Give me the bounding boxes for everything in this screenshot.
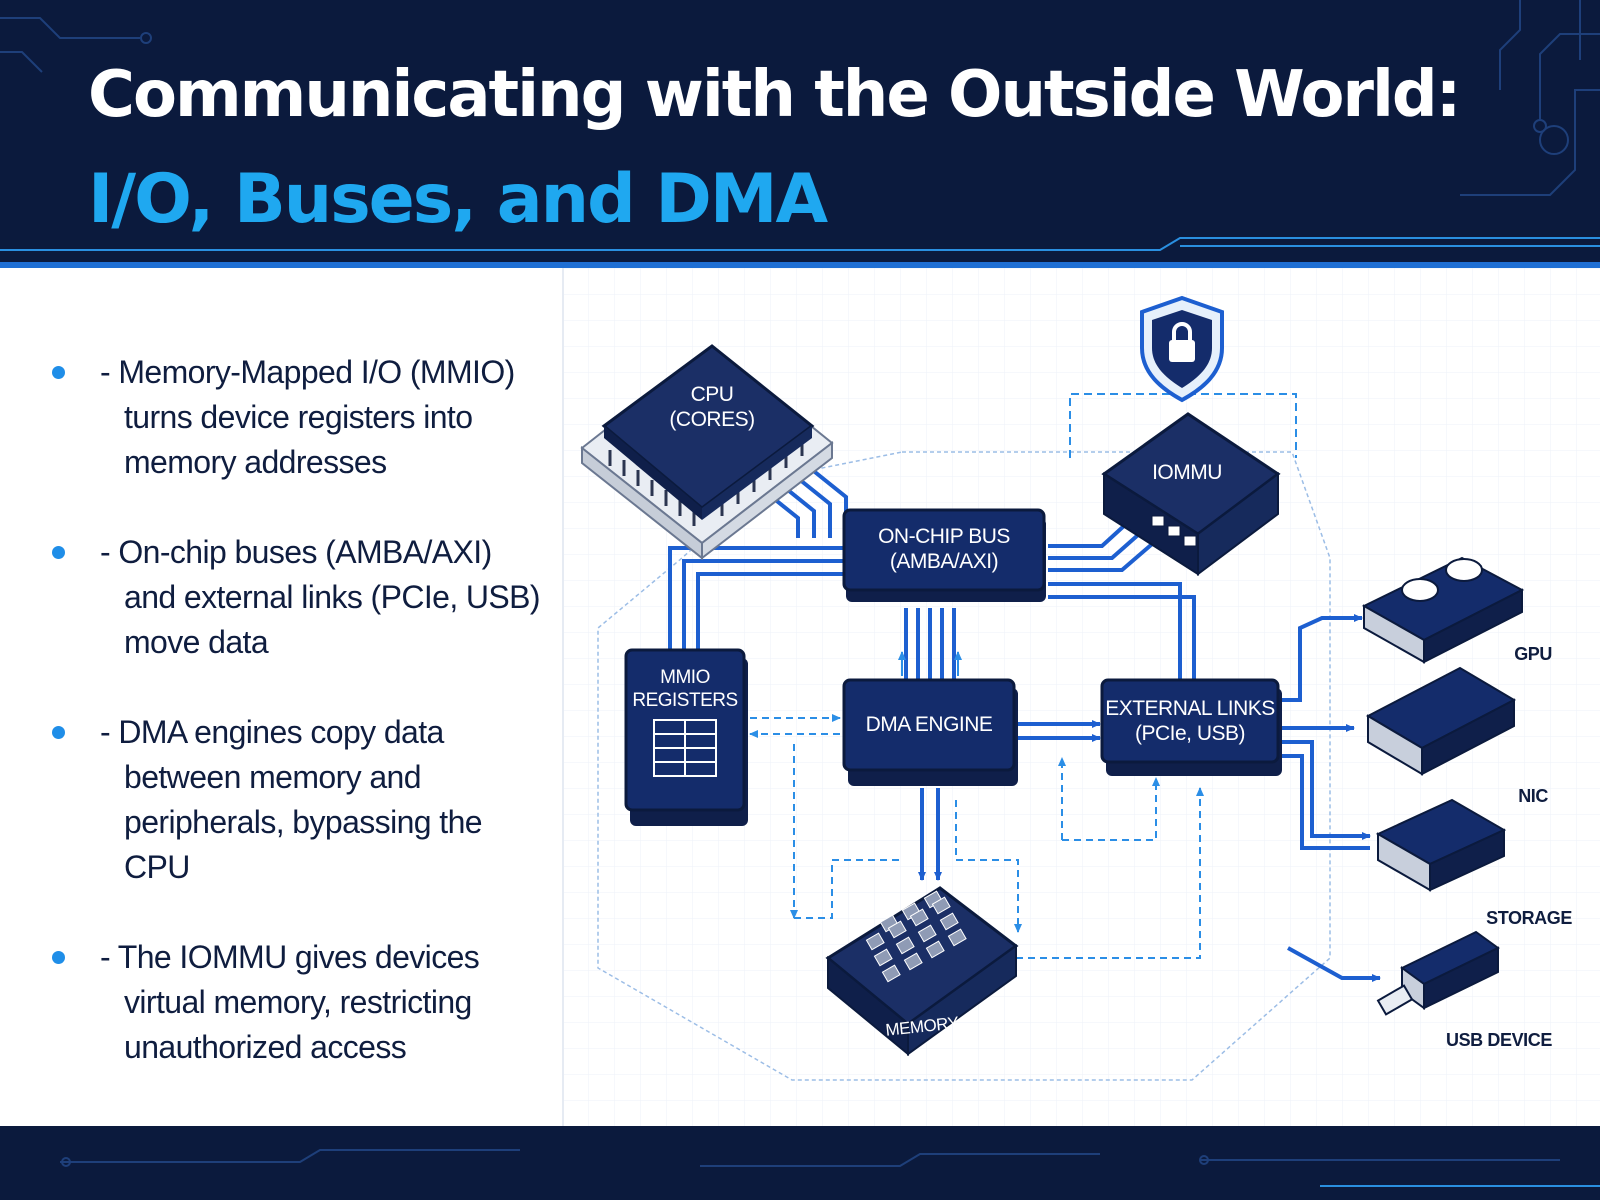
cpu-label-line1: CPU bbox=[690, 383, 734, 406]
dma-label: DMA ENGINE bbox=[865, 713, 993, 736]
iommu-node bbox=[1101, 412, 1281, 576]
gpu-label: GPU bbox=[1514, 644, 1552, 664]
dma-engine-node bbox=[842, 678, 1018, 786]
bullet-text: memory addresses bbox=[124, 444, 387, 480]
bullet-dma: - DMA engines copy data between memory a… bbox=[48, 710, 548, 890]
bus-label-line1: ON-CHIP BUS bbox=[878, 525, 1010, 548]
bullet-text: and external links (PCIe, USB) bbox=[124, 579, 541, 615]
bullet-dot bbox=[52, 366, 65, 379]
page-title-sub: I/O, Buses, and DMA bbox=[88, 160, 828, 239]
bullet-list: - Memory-Mapped I/O (MMIO) turns device … bbox=[48, 350, 548, 1115]
bullet-text: - On-chip buses (AMBA/AXI) bbox=[100, 534, 492, 570]
shield-lock-icon bbox=[1140, 295, 1224, 403]
mmio-label: MMIO REGISTERS bbox=[626, 666, 744, 712]
ext-label-line1: EXTERNAL LINKS bbox=[1105, 697, 1275, 720]
nic-icon bbox=[1365, 666, 1517, 776]
gpu-icon bbox=[1361, 556, 1525, 664]
diagram-canvas bbox=[562, 268, 1600, 1126]
mmio-label-line1: MMIO bbox=[660, 667, 710, 688]
footer-decoration bbox=[60, 1149, 1600, 1187]
page-title-main: Communicating with the Outside World: bbox=[88, 58, 1461, 132]
mmio-registers-node bbox=[624, 648, 748, 826]
iommu-label: IOMMU bbox=[1152, 461, 1222, 484]
bullet-text: between memory and bbox=[124, 759, 422, 795]
ext-label-line2: (PCIe, USB) bbox=[1134, 722, 1246, 745]
on-chip-bus-node bbox=[842, 508, 1046, 602]
cpu-label-line2: (CORES) bbox=[669, 408, 755, 431]
storage-icon bbox=[1375, 798, 1507, 892]
bullet-text: peripherals, bypassing the CPU bbox=[124, 804, 483, 885]
bus-label-line2: (AMBA/AXI) bbox=[889, 550, 999, 573]
bullet-iommu: - The IOMMU gives devices virtual memory… bbox=[48, 935, 548, 1070]
bullet-buses: - On-chip buses (AMBA/AXI) and external … bbox=[48, 530, 548, 665]
memory-node bbox=[825, 886, 1019, 1057]
bullet-dot bbox=[52, 951, 65, 964]
bullet-text: - The IOMMU gives devices bbox=[100, 939, 480, 975]
bullet-text: virtual memory, restricting bbox=[124, 984, 472, 1020]
cpu-chip bbox=[580, 344, 834, 561]
bus-label: ON-CHIP BUS (AMBA/AXI) bbox=[844, 524, 1044, 574]
bullet-text: - Memory-Mapped I/O (MMIO) bbox=[100, 354, 515, 390]
bullet-text: turns device registers into bbox=[124, 399, 473, 435]
ext-label: EXTERNAL LINKS (PCIe, USB) bbox=[1102, 696, 1278, 746]
footer-band bbox=[0, 1126, 1600, 1200]
bullet-dot bbox=[52, 546, 65, 559]
header-banner: Communicating with the Outside World: I/… bbox=[0, 0, 1600, 268]
bullet-panel: - Memory-Mapped I/O (MMIO) turns device … bbox=[0, 268, 562, 1126]
io-architecture-diagram: CPU (CORES) ON-CHIP BUS (AMBA/AXI) IOMMU… bbox=[562, 268, 1600, 1126]
usb-device-label: USB DEVICE bbox=[1445, 1030, 1552, 1050]
bullet-text: - DMA engines copy data bbox=[100, 714, 444, 750]
bullet-dot bbox=[52, 726, 65, 739]
usb-device-icon bbox=[1376, 930, 1500, 1016]
bullet-text: unauthorized access bbox=[124, 1029, 407, 1065]
mmio-label-line2: REGISTERS bbox=[632, 690, 738, 711]
nic-label: NIC bbox=[1518, 786, 1548, 806]
bullet-mmio: - Memory-Mapped I/O (MMIO) turns device … bbox=[48, 350, 548, 485]
circuit-decoration bbox=[0, 0, 1600, 268]
external-links-node bbox=[1100, 678, 1282, 776]
bullet-text: move data bbox=[124, 624, 269, 660]
storage-label: STORAGE bbox=[1486, 908, 1572, 928]
cpu-label: CPU (CORES) bbox=[662, 382, 762, 432]
